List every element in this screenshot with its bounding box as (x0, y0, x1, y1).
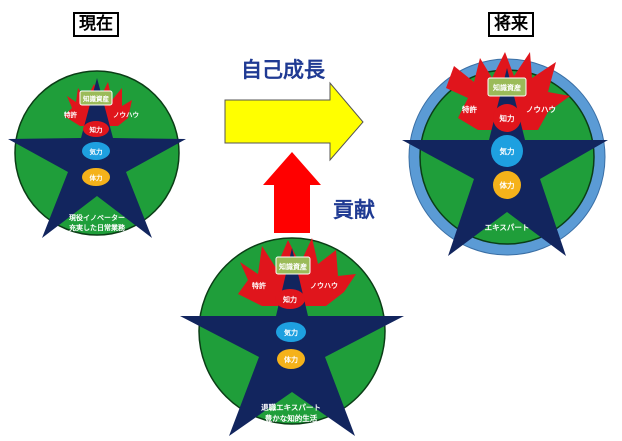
intellect-label: 知力 (90, 125, 104, 134)
caption-line1: 退職エキスパート (261, 402, 321, 412)
intellect-label: 知力 (282, 295, 297, 304)
knowledge-asset-box (275, 256, 311, 275)
stamina-ellipse (493, 171, 521, 199)
growth-arrow (224, 81, 364, 162)
caption-line1: 現役イノベーター (69, 213, 125, 222)
diagram-future: 知識資産 特許 ノウハウ 知力 気力 体力 エキスパート (402, 52, 608, 256)
knowledge-asset-label: 知識資産 (83, 94, 110, 103)
spirit-label: 気力 (90, 147, 104, 156)
knowhow-label: ノウハウ (526, 105, 556, 114)
spirit-ellipse (491, 135, 523, 167)
stamina-label: 体力 (90, 173, 104, 182)
intellect-ellipse (83, 121, 109, 137)
stamina-ellipse (82, 168, 110, 186)
stamina-ellipse (277, 349, 305, 369)
diagram-retired: 知識資産 特許 ノウハウ 知力 気力 体力 退職エキスパート 豊かな知的生活 (180, 237, 404, 436)
stamina-label: 体力 (500, 180, 515, 190)
intellect-ellipse (493, 104, 521, 132)
knowledge-asset-label: 知識資産 (278, 262, 307, 271)
spirit-label: 気力 (500, 146, 515, 156)
spirit-label: 気力 (284, 328, 298, 337)
knowledge-asset-box (487, 77, 527, 97)
knowhow-label: ノウハウ (310, 281, 338, 290)
label-current: 現在 (73, 12, 119, 37)
caption-line2: 充実した日常業務 (69, 223, 126, 232)
knowledge-asset-box (79, 90, 113, 106)
permit-label: 特許 (64, 110, 78, 119)
spirit-ellipse (82, 142, 110, 160)
stamina-label: 体力 (284, 355, 298, 364)
permit-label: 特許 (462, 104, 477, 114)
contribution-arrow (263, 152, 321, 233)
intellect-label: 知力 (500, 113, 515, 123)
growth-label: 自己成長 (241, 58, 326, 82)
navy-star (180, 248, 404, 436)
knowhow-label: ノウハウ (113, 111, 139, 119)
spirit-ellipse (276, 322, 306, 342)
contribution-label: 貢献 (333, 198, 375, 222)
permit-label: 特許 (252, 281, 266, 290)
caption-line1: エキスパート (485, 222, 530, 232)
label-future: 将来 (488, 12, 534, 37)
caption-line2: 豊かな知的生活 (265, 413, 318, 423)
knowledge-asset-label: 知識資産 (492, 83, 521, 92)
intellect-ellipse (275, 289, 305, 309)
diagram-current: 知識資産 特許 ノウハウ 知力 気力 体力 現役イノベーター 充実した日常業務 (8, 70, 186, 238)
